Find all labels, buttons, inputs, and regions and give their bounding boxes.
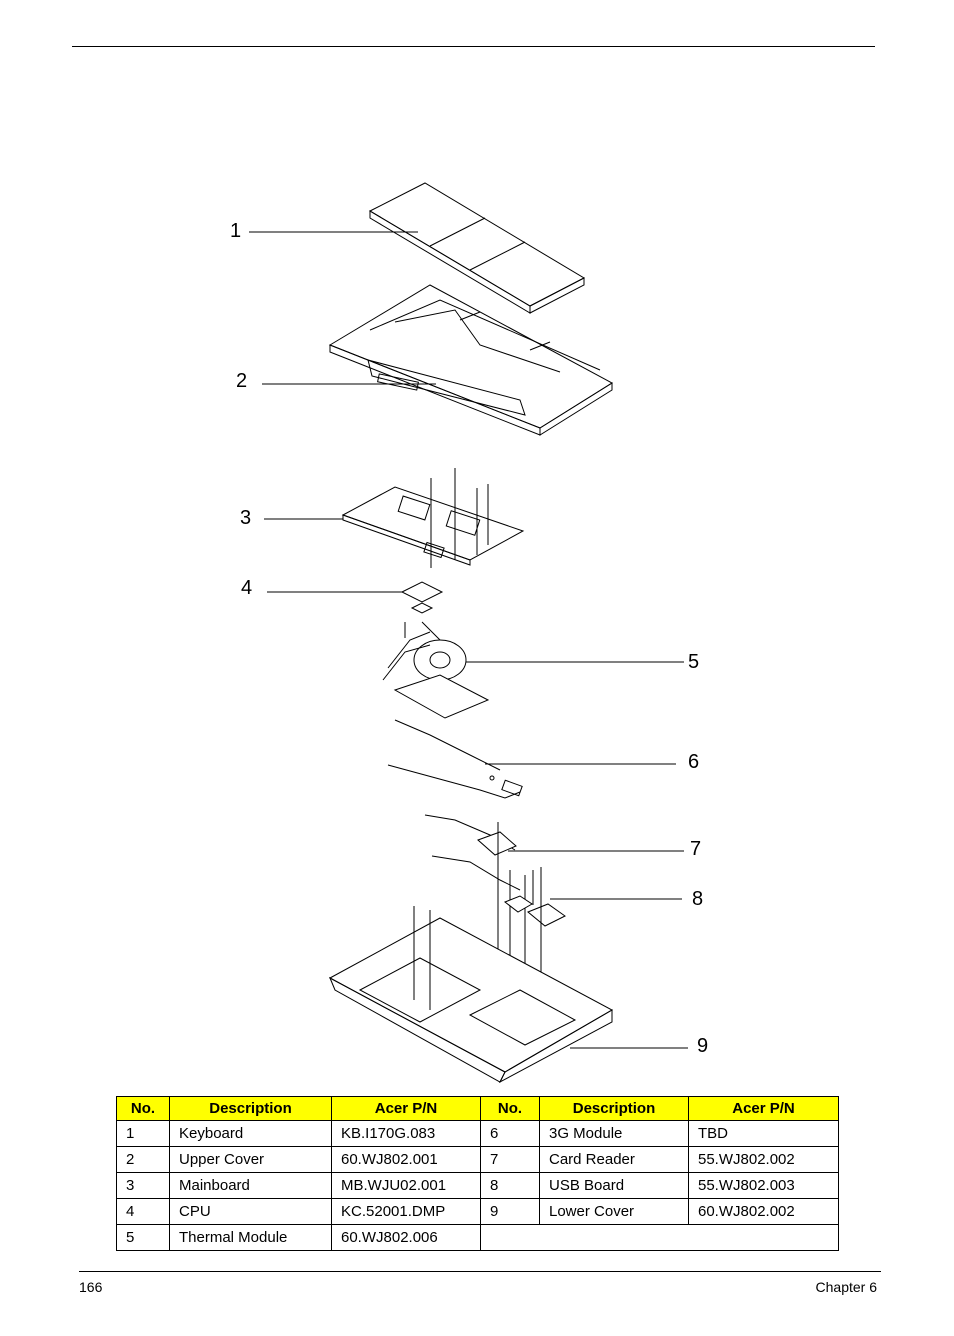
callout-1: 1: [230, 220, 242, 242]
table-cell: 60.WJ802.001: [331, 1146, 481, 1173]
callout-8: 8: [692, 888, 704, 910]
table-cell: Lower Cover: [539, 1198, 689, 1225]
callout-2: 2: [236, 370, 248, 392]
callout-5: 5: [688, 651, 700, 673]
column-header-part-number: Acer P/N: [688, 1096, 839, 1121]
table-row: 5 Thermal Module 60.WJ802.006: [116, 1224, 839, 1251]
table-cell: 3: [116, 1172, 170, 1199]
table-cell: Card Reader: [539, 1146, 689, 1173]
table-cell: 55.WJ802.002: [688, 1146, 839, 1173]
table-cell: 7: [480, 1146, 540, 1173]
table-cell: 6: [480, 1120, 540, 1147]
table-row: 4 CPU KC.52001.DMP 9 Lower Cover 60.WJ80…: [116, 1198, 839, 1225]
table-cell: USB Board: [539, 1172, 689, 1199]
table-cell: TBD: [688, 1120, 839, 1147]
table-cell: CPU: [169, 1198, 332, 1225]
table-cell: Upper Cover: [169, 1146, 332, 1173]
page-number: 166: [79, 1279, 103, 1295]
table-cell: Thermal Module: [169, 1224, 332, 1251]
column-header-no: No.: [480, 1096, 540, 1121]
table-cell: 1: [116, 1120, 170, 1147]
callout-3: 3: [240, 507, 252, 529]
exploded-view-diagram: [249, 182, 688, 1084]
upper-cover-drawing: [328, 284, 613, 436]
table-cell: 4: [116, 1198, 170, 1225]
callout-9: 9: [697, 1035, 709, 1057]
table-cell: 8: [480, 1172, 540, 1199]
table-cell: 9: [480, 1198, 540, 1225]
cpu-drawing: [400, 581, 444, 614]
chapter-label: Chapter 6: [815, 1279, 877, 1295]
header-rule: [72, 46, 875, 47]
table-cell: KC.52001.DMP: [331, 1198, 481, 1225]
table-cell: 3G Module: [539, 1120, 689, 1147]
parts-table: No. Description Acer P/N No. Description…: [116, 1096, 839, 1251]
mainboard-drawing: [341, 468, 525, 568]
table-cell: 2: [116, 1146, 170, 1173]
table-cell-empty: [480, 1224, 839, 1251]
thermal-module-drawing: [382, 621, 490, 719]
table-header-row: No. Description Acer P/N No. Description…: [116, 1096, 839, 1121]
table-row: 3 Mainboard MB.WJU02.001 8 USB Board 55.…: [116, 1172, 839, 1199]
footer-rule: [79, 1271, 881, 1272]
table-cell: 55.WJ802.003: [688, 1172, 839, 1199]
column-header-description: Description: [169, 1096, 332, 1121]
table-cell: KB.I170G.083: [331, 1120, 481, 1147]
table-cell: MB.WJU02.001: [331, 1172, 481, 1199]
callout-7: 7: [690, 838, 702, 860]
table-cell: Mainboard: [169, 1172, 332, 1199]
column-header-part-number: Acer P/N: [331, 1096, 481, 1121]
table-cell: Keyboard: [169, 1120, 332, 1147]
callout-6: 6: [688, 751, 700, 773]
lower-cover-drawing: [328, 906, 614, 1084]
callout-4: 4: [241, 577, 253, 599]
column-header-description: Description: [539, 1096, 689, 1121]
keyboard-drawing: [368, 182, 586, 314]
table-row: 1 Keyboard KB.I170G.083 6 3G Module TBD: [116, 1120, 839, 1147]
column-header-no: No.: [116, 1096, 170, 1121]
table-cell: 60.WJ802.006: [331, 1224, 481, 1251]
leader-lines: [249, 231, 688, 1049]
table-cell: 5: [116, 1224, 170, 1251]
table-cell: 60.WJ802.002: [688, 1198, 839, 1225]
table-row: 2 Upper Cover 60.WJ802.001 7 Card Reader…: [116, 1146, 839, 1173]
3g-module-drawing: [387, 719, 523, 799]
